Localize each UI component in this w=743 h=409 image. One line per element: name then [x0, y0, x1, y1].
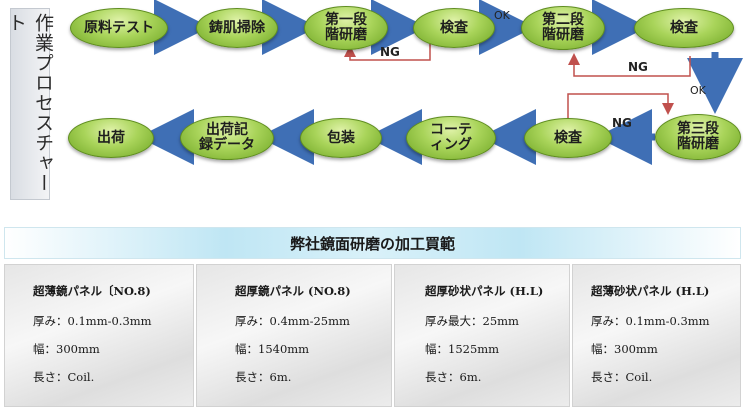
spec-card-length: 長さ：Coil.	[591, 370, 653, 384]
spec-card-title: 超薄鏡パネル〔NO.8)	[33, 284, 151, 298]
process-chart-title: 作業プロセスチャート	[5, 8, 54, 200]
node-shipping: 出荷	[68, 118, 154, 158]
spec-card-ultra-thin-mirror: 超薄鏡パネル〔NO.8) 厚み：0.1mm-0.3mm 幅：300mm 長さ：C…	[4, 264, 194, 407]
banner-title: 弊社鏡面研磨の加工買範	[289, 234, 455, 253]
node-third-stage-polishing: 第三段 階研磨	[655, 114, 741, 160]
label-ng-2: NG	[628, 60, 648, 74]
spec-card-ultra-thick-hairline: 超厚砂状パネル (H.L) 厚み最大：25mm 幅：1525mm 長さ：6m.	[394, 264, 570, 407]
spec-card-width: 幅：300mm	[33, 342, 100, 356]
ng-loop-inspect2-to-polish2	[568, 53, 691, 77]
spec-card-ultra-thick-mirror: 超厚鏡パネル (NO.8) 厚み：0.4mm-25mm 幅：1540mm 長さ：…	[196, 264, 392, 407]
label-ok-1: OK	[494, 9, 510, 22]
ng-loop-inspect1-to-polish1	[344, 44, 431, 61]
product-spec-cards: 超薄鏡パネル〔NO.8) 厚み：0.1mm-0.3mm 幅：300mm 長さ：C…	[4, 264, 741, 407]
spec-card-title: 超厚鏡パネル (NO.8)	[235, 284, 351, 298]
flow-arrows	[138, 0, 743, 165]
spec-card-width: 幅：300mm	[591, 342, 658, 356]
process-flow-diagram: 原料テスト 鋳肌掃除 第一段 階研磨 検査 第二段 階研磨 検査 第三段 階研磨…	[68, 0, 743, 165]
spec-card-ultra-thin-hairline: 超薄砂状パネル (H.L) 厚み：0.1mm-0.3mm 幅：300mm 長さ：…	[572, 264, 741, 407]
label-ng-1: NG	[380, 45, 400, 59]
node-inspection-1: 検査	[413, 8, 495, 48]
spec-card-length: 長さ：Coil.	[33, 370, 95, 384]
spec-card-title: 超薄砂状パネル (H.L)	[591, 284, 710, 298]
spec-card-length: 長さ：6m.	[235, 370, 292, 384]
node-inspection-2: 検査	[634, 8, 734, 48]
node-first-stage-polishing: 第一段 階研磨	[304, 6, 388, 50]
spec-card-thickness: 厚み最大：25mm	[425, 314, 519, 328]
node-second-stage-polishing: 第二段 階研磨	[521, 6, 605, 50]
node-casting-cleaning: 鋳肌掃除	[196, 8, 278, 48]
node-inspection-3: 検査	[524, 118, 612, 158]
spec-card-width: 幅：1525mm	[425, 342, 500, 356]
node-shipping-record-data: 出荷記 録データ	[180, 116, 274, 160]
spec-card-title: 超厚砂状パネル (H.L)	[425, 284, 544, 298]
label-ng-3: NG	[612, 116, 632, 130]
spec-card-length: 長さ：6m.	[425, 370, 482, 384]
spec-card-width: 幅：1540mm	[235, 342, 310, 356]
processing-range-banner: 弊社鏡面研磨の加工買範	[4, 227, 741, 259]
spec-card-thickness: 厚み：0.1mm-0.3mm	[591, 314, 710, 328]
ng-loop-inspect3-to-polish3	[567, 93, 674, 120]
spec-card-thickness: 厚み：0.4mm-25mm	[235, 314, 350, 328]
node-raw-material-test: 原料テスト	[70, 8, 168, 48]
node-packaging: 包装	[300, 118, 382, 158]
node-coating: コーテ ィング	[406, 116, 496, 160]
spec-card-thickness: 厚み：0.1mm-0.3mm	[33, 314, 152, 328]
process-chart-title-text: 作業プロセスチャート	[5, 13, 54, 193]
label-ok-2: OK	[690, 84, 706, 97]
